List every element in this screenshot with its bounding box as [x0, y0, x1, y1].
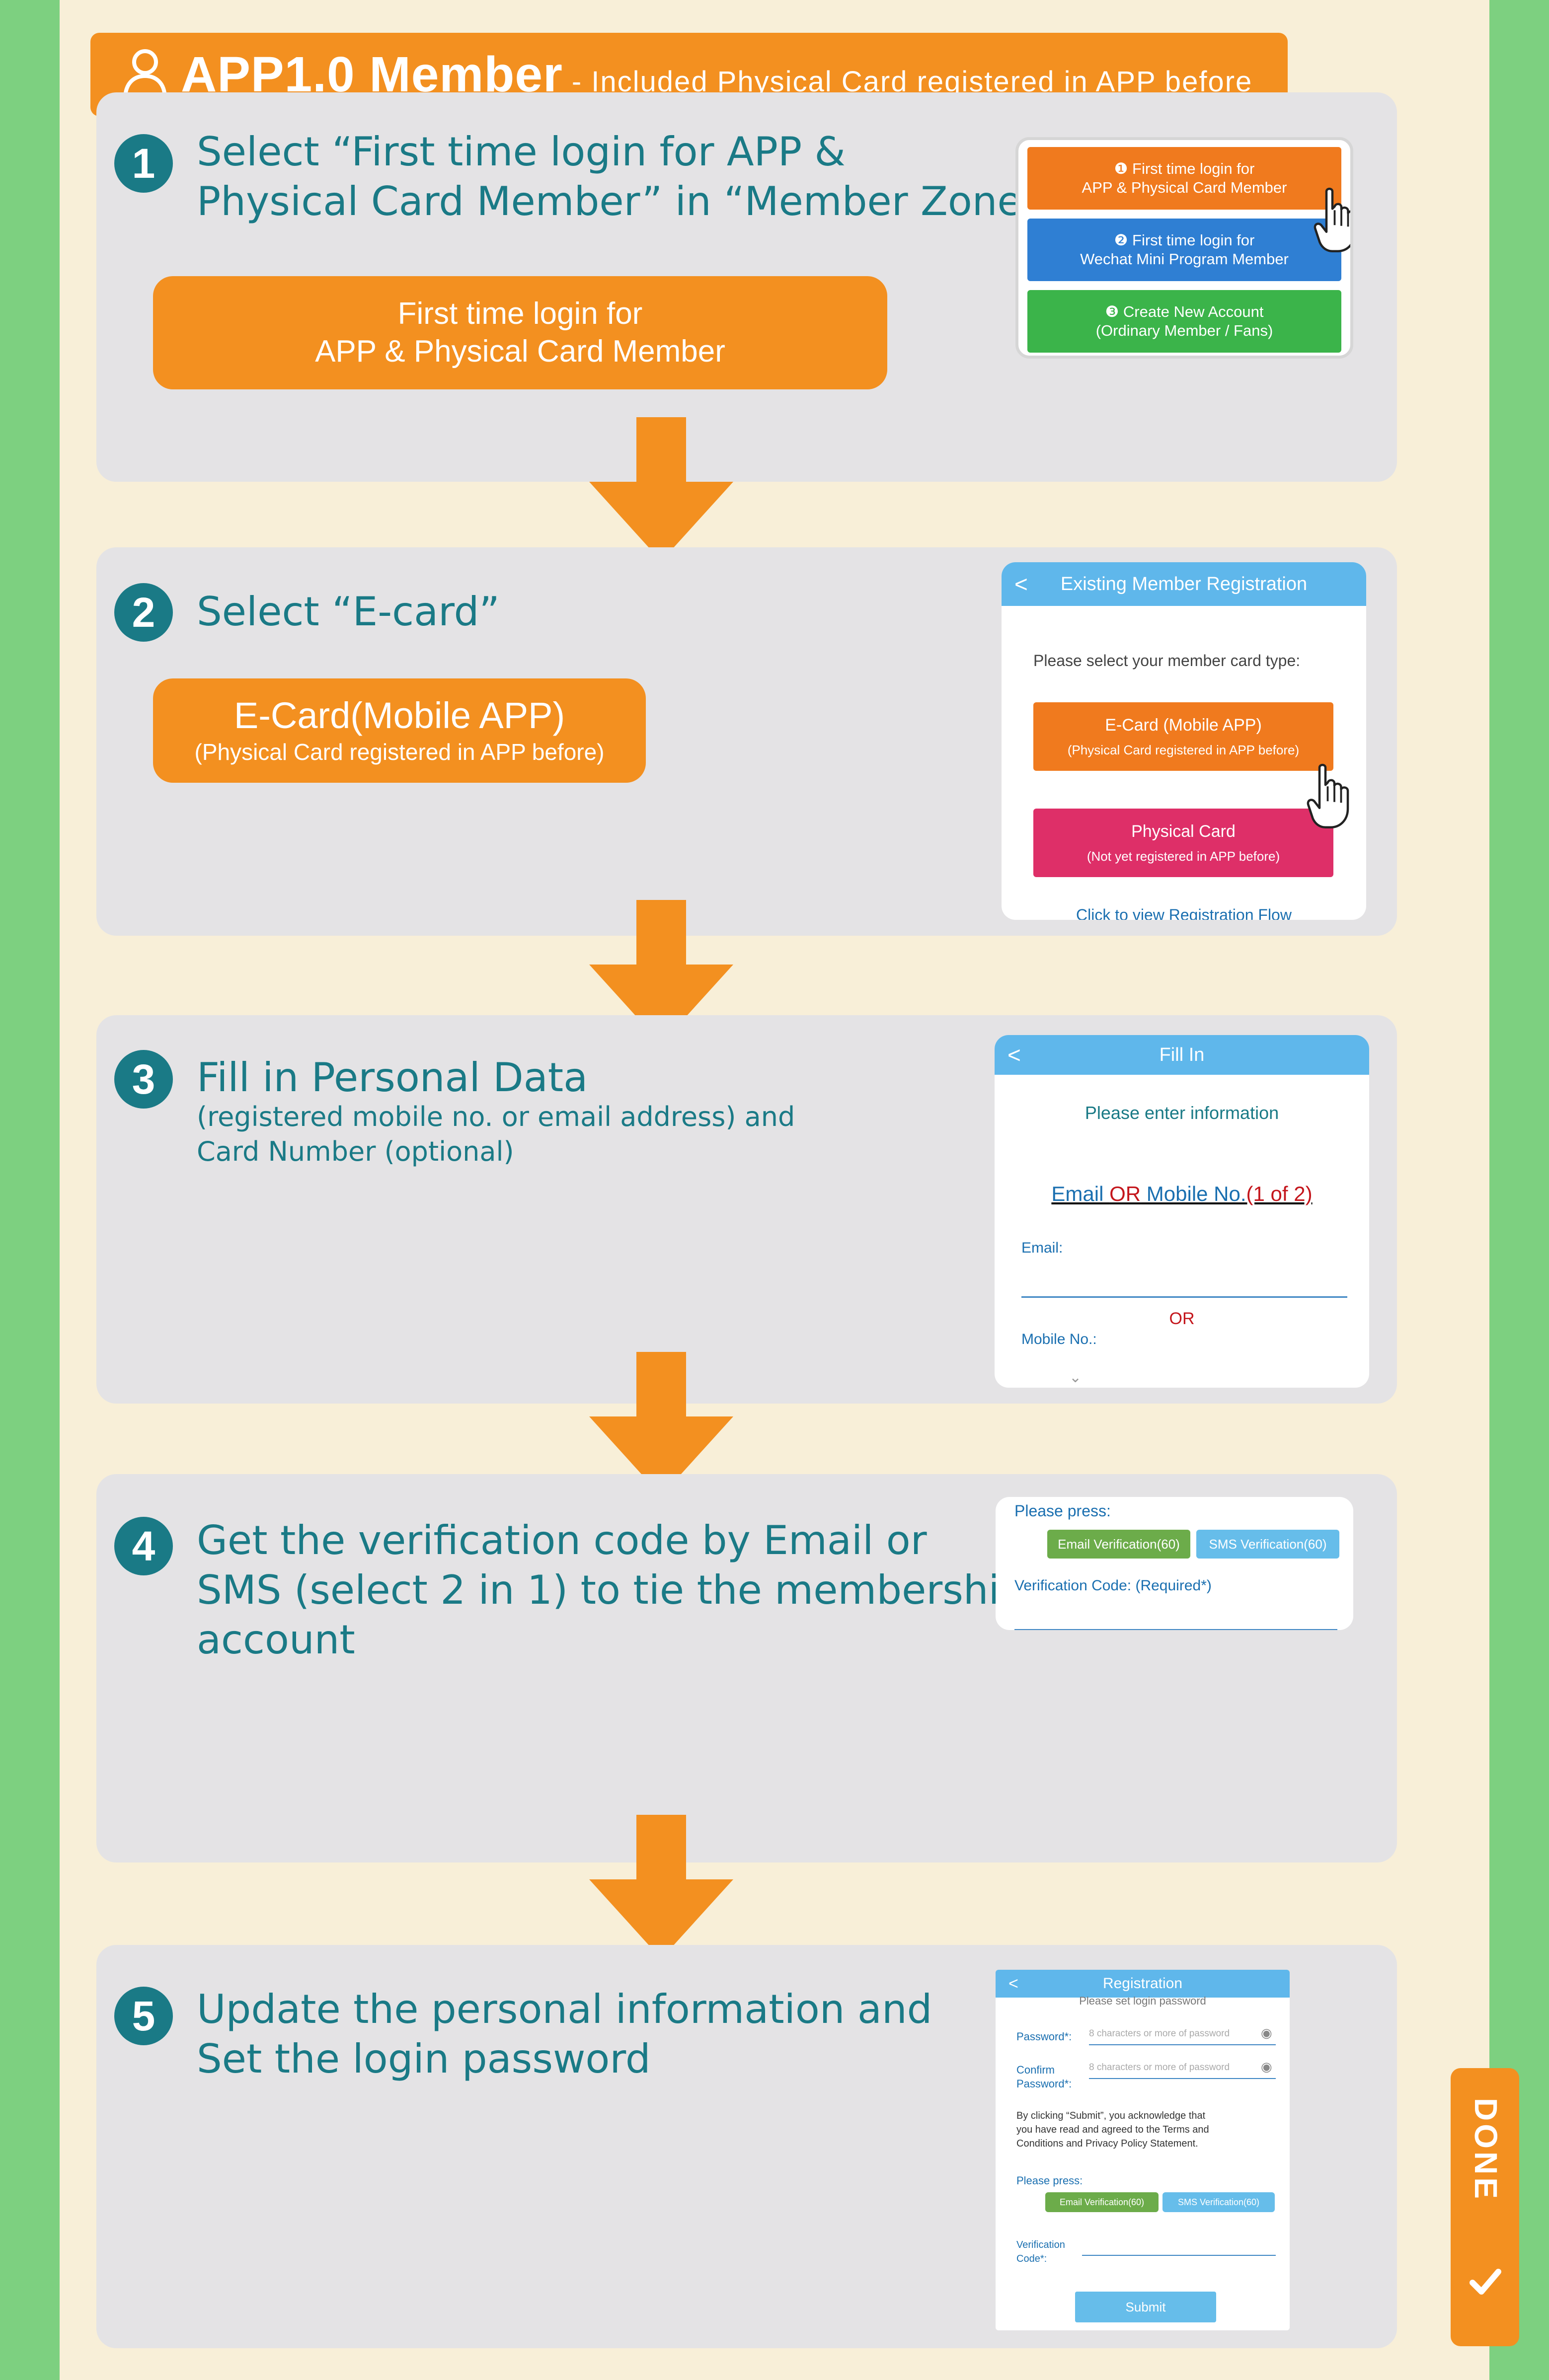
step3-fill-in-mock: < Fill In Please enter information Email… — [995, 1035, 1369, 1388]
confirm-password-label: Confirm Password*: — [1016, 2064, 1072, 2090]
hand-pointer-icon — [1312, 185, 1353, 254]
confirm-password-input[interactable]: 8 characters or more of password — [1089, 2062, 1230, 2073]
mock-option-create-account[interactable]: ❸ Create New Account (Ordinary Member / … — [1027, 290, 1341, 353]
step2-number: 2 — [114, 583, 173, 642]
email-or-mobile-heading: Email OR Mobile No.(1 of 2) — [995, 1158, 1369, 1206]
back-chevron-icon[interactable]: < — [1007, 1042, 1021, 1068]
mock-header-title: Fill In — [1159, 1044, 1205, 1065]
card-type-prompt: Please select your member card type: — [1033, 652, 1301, 669]
hand-pointer-icon — [1305, 761, 1349, 830]
mock-option-first-login-wechat[interactable]: ❷ First time login for Wechat Mini Progr… — [1027, 219, 1341, 281]
registration-flow-link[interactable]: Click to view Registration Flow — [1076, 906, 1292, 920]
back-chevron-icon[interactable]: < — [1008, 1974, 1018, 1993]
set-password-hint: Please set login password — [1079, 1995, 1206, 2007]
please-press-label: Please press: — [1014, 1502, 1111, 1520]
step1-number: 1 — [114, 134, 173, 193]
count-label: (1 of 2) — [1246, 1182, 1313, 1205]
step5-registration-mock: < Registration Please set login password… — [996, 1970, 1290, 2330]
mock-header: < Fill In — [995, 1035, 1369, 1075]
mock-header-title: Existing Member Registration — [1060, 573, 1308, 595]
physical-option-title: Physical Card — [1131, 822, 1236, 841]
step3-number: 3 — [114, 1050, 173, 1109]
eye-icon[interactable]: ◉ — [1261, 2025, 1272, 2040]
mock-header: < Existing Member Registration — [1002, 562, 1366, 606]
or-divider: OR — [1169, 1309, 1195, 1328]
step3-panel: 3 Fill in Personal Data (registered mobi… — [96, 1015, 1397, 1404]
step2-button-line2: (Physical Card registered in APP before) — [194, 739, 605, 765]
verification-code-input[interactable] — [1082, 2255, 1276, 2256]
step2-button-line1: E-Card(Mobile APP) — [233, 695, 565, 736]
step5-panel: 5 Update the personal information and Se… — [96, 1945, 1397, 2348]
password-label: Password*: — [1016, 2030, 1072, 2043]
password-input[interactable]: 8 characters or more of password — [1089, 2028, 1230, 2039]
done-label: DONE — [1468, 2098, 1504, 2202]
physical-option-sub: (Not yet registered in APP before) — [1086, 849, 1280, 864]
page-subtitle: - Included Physical Card registered in A… — [571, 65, 1253, 98]
step3-subtitle: (registered mobile no. or email address)… — [197, 1101, 795, 1167]
done-tab: DONE — [1451, 2068, 1519, 2346]
step2-ecard-button[interactable]: E-Card(Mobile APP) (Physical Card regist… — [153, 678, 646, 783]
step1-member-zone-mock: ❶ First time login for APP & Physical Ca… — [1015, 137, 1353, 359]
back-chevron-icon[interactable]: < — [1014, 571, 1028, 597]
mock-option-first-login-app[interactable]: ❶ First time login for APP & Physical Ca… — [1027, 147, 1341, 210]
step2-title: Select “E-card” — [197, 589, 500, 635]
step5-title: Update the personal information and Set … — [197, 1986, 932, 2082]
ecard-option-title: E-Card (Mobile APP) — [1105, 716, 1262, 735]
sms-verification-button[interactable]: SMS Verification(60) — [1196, 1530, 1339, 1559]
arrow-down-icon — [589, 417, 733, 561]
sms-verification-button[interactable]: SMS Verification(60) — [1162, 2192, 1275, 2212]
email-input[interactable] — [1021, 1296, 1347, 1298]
or-word: OR — [1109, 1182, 1141, 1205]
email-verification-button[interactable]: Email Verification(60) — [1045, 2192, 1159, 2212]
step4-verification-mock: Please press: Email Verification(60) SMS… — [996, 1497, 1353, 1630]
verification-code-input[interactable] — [1014, 1629, 1337, 1630]
password-underline — [1089, 2044, 1276, 2045]
submit-button[interactable]: Submit — [1075, 2292, 1216, 2322]
confirm-underline — [1089, 2078, 1276, 2079]
email-word: Email — [1051, 1182, 1110, 1205]
person-icon — [123, 49, 167, 101]
mock-physical-card-option[interactable]: Physical Card (Not yet registered in APP… — [1033, 809, 1333, 877]
mock-header: < Registration — [996, 1970, 1290, 1998]
mock-ecard-option[interactable]: E-Card (Mobile APP) (Physical Card regis… — [1033, 702, 1333, 771]
mobile-label: Mobile No.: — [1021, 1331, 1097, 1347]
email-verification-button[interactable]: Email Verification(60) — [1047, 1530, 1190, 1559]
step1-button-line2: APP & Physical Card Member — [315, 334, 725, 369]
eye-icon[interactable]: ◉ — [1261, 2059, 1272, 2074]
step4-number: 4 — [114, 1517, 173, 1575]
step1-button-line1: First time login for — [397, 297, 643, 331]
mobile-word: Mobile No. — [1141, 1182, 1246, 1205]
step2-card-type-mock: < Existing Member Registration Please se… — [1002, 562, 1366, 920]
verification-code-label: Verification Code*: — [1016, 2239, 1065, 2264]
chevron-down-icon[interactable]: ⌄ — [1069, 1369, 1082, 1386]
terms-text: By clicking “Submit”, you acknowledge th… — [1016, 2110, 1209, 2149]
step5-number: 5 — [114, 1987, 173, 2045]
step3-title: Fill in Personal Data — [197, 1054, 588, 1101]
canvas: APP1.0 Member - Included Physical Card r… — [60, 0, 1519, 2380]
ecard-option-sub: (Physical Card registered in APP before) — [1067, 743, 1300, 757]
verification-code-label: Verification Code: (Required*) — [1014, 1577, 1212, 1594]
enter-info-prompt: Please enter information — [1084, 1103, 1279, 1123]
step1-title: Select “First time login for APP & Physi… — [197, 129, 1043, 224]
step1-first-login-button[interactable]: First time login for APP & Physical Card… — [153, 276, 887, 389]
please-press-label: Please press: — [1016, 2174, 1083, 2187]
email-label: Email: — [1021, 1240, 1063, 1256]
step2-panel: 2 Select “E-card” E-Card(Mobile APP) (Ph… — [96, 547, 1397, 936]
step4-panel: 4 Get the verification code by Email or … — [96, 1474, 1397, 1862]
step1-panel: 1 Select “First time login for APP & Phy… — [96, 92, 1397, 482]
mock-header-title: Registration — [1102, 1975, 1183, 1992]
checkmark-icon — [1470, 2269, 1501, 2295]
step4-title: Get the verification code by Email or SM… — [197, 1517, 1025, 1663]
arrow-down-icon — [589, 1815, 733, 1959]
